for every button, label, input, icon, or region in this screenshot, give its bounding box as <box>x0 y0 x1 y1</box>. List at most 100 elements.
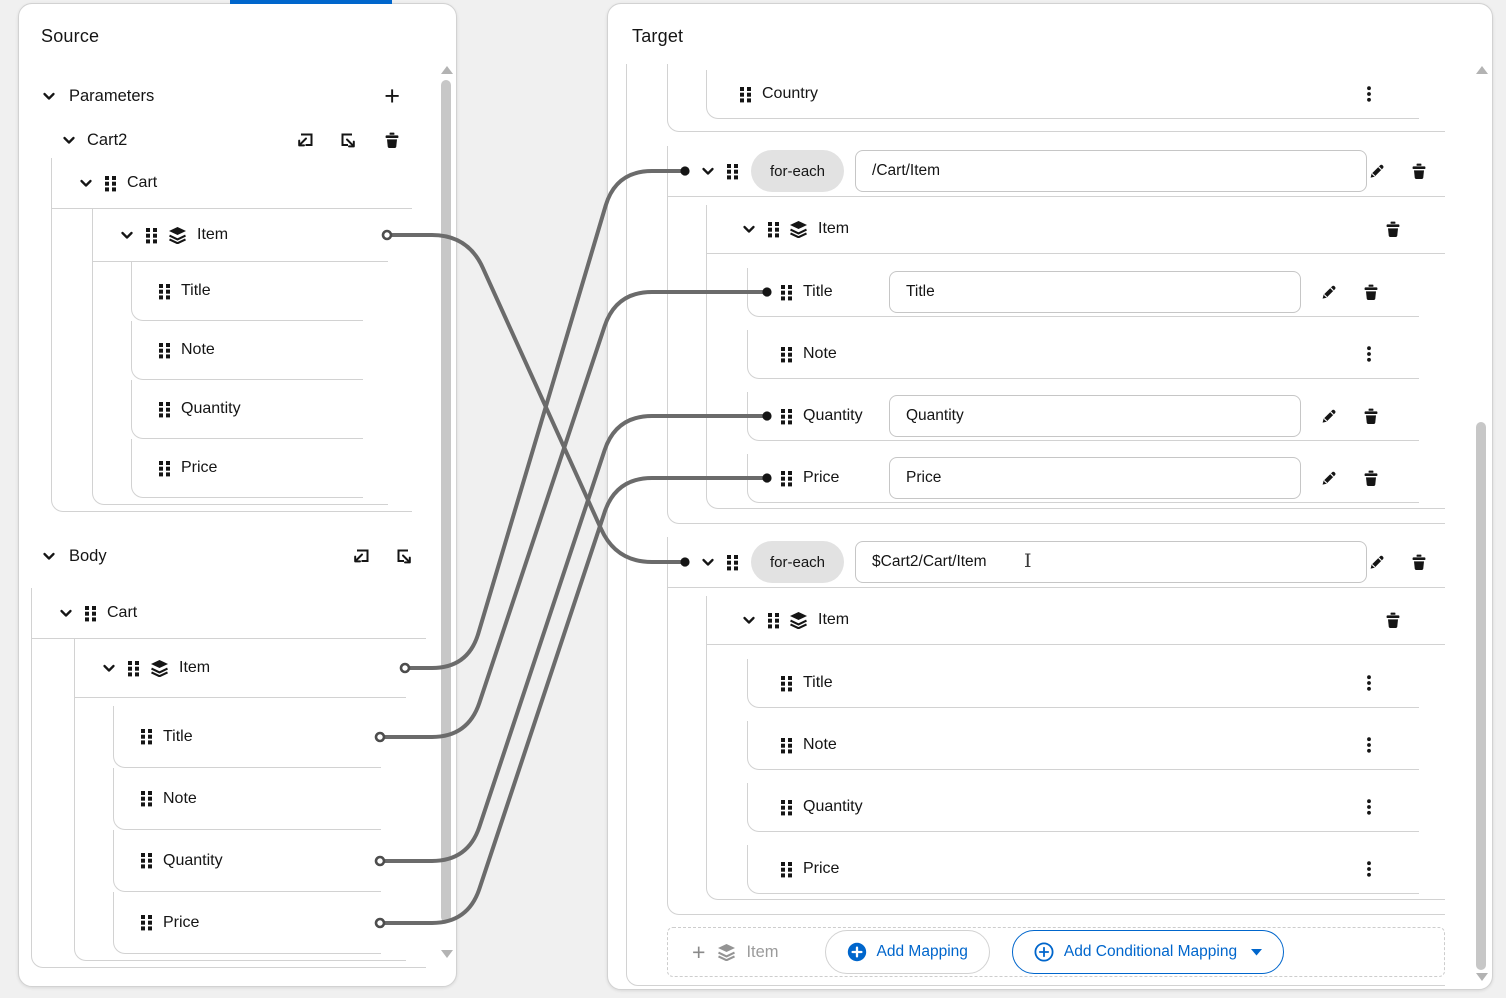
delete-trash-icon[interactable] <box>1363 284 1379 301</box>
title-value-input[interactable]: Title <box>889 271 1301 313</box>
drag-grip-icon[interactable] <box>780 799 793 816</box>
chevron-down-icon[interactable] <box>119 227 135 243</box>
drag-grip-icon[interactable] <box>140 728 153 745</box>
parameters-section-row[interactable]: Parameters + <box>41 78 426 114</box>
chevron-down-icon[interactable] <box>741 612 757 628</box>
delete-parameter-icon[interactable] <box>384 132 400 149</box>
drag-grip-icon[interactable] <box>739 86 752 103</box>
cart2-price-row[interactable]: Price <box>131 439 363 498</box>
kebab-menu-icon[interactable] <box>1367 86 1371 102</box>
drag-grip-icon[interactable] <box>158 342 171 359</box>
foreach1-title-row[interactable]: Title Title <box>747 268 1419 317</box>
body-price-row[interactable]: Price <box>113 892 381 954</box>
import-schema-icon[interactable] <box>296 132 314 149</box>
country-row[interactable]: Country <box>706 70 1419 119</box>
drag-grip-icon[interactable] <box>780 284 793 301</box>
chevron-down-icon[interactable] <box>58 605 74 621</box>
delete-trash-icon[interactable] <box>1363 408 1379 425</box>
drag-grip-icon[interactable] <box>726 163 739 180</box>
chevron-down-icon[interactable] <box>101 660 117 676</box>
body-quantity-row[interactable]: Quantity <box>113 830 381 892</box>
add-conditional-mapping-button[interactable]: Add Conditional Mapping <box>1011 930 1285 974</box>
scroll-down-arrow[interactable] <box>1476 973 1488 981</box>
chevron-down-icon[interactable] <box>741 221 757 237</box>
chevron-down-icon[interactable] <box>61 132 77 148</box>
drag-grip-icon[interactable] <box>104 175 117 192</box>
detach-schema-icon[interactable] <box>340 132 358 149</box>
body-item-row[interactable]: Item <box>75 639 406 697</box>
chevron-down-icon[interactable] <box>700 163 716 179</box>
foreach2-quantity-row[interactable]: Quantity <box>747 783 1419 832</box>
drag-grip-icon[interactable] <box>145 227 158 244</box>
kebab-menu-icon[interactable] <box>1367 346 1371 362</box>
drag-grip-icon[interactable] <box>158 401 171 418</box>
add-item-plus-icon[interactable]: + <box>692 938 706 965</box>
foreach1-note-row[interactable]: Note <box>747 330 1419 379</box>
foreach1-quantity-row[interactable]: Quantity Quantity <box>747 392 1419 441</box>
scrollbar-thumb[interactable] <box>441 80 451 922</box>
foreach2-note-row[interactable]: Note <box>747 721 1419 770</box>
kebab-menu-icon[interactable] <box>1367 737 1371 753</box>
scrollbar-thumb[interactable] <box>1476 422 1486 970</box>
drag-grip-icon[interactable] <box>767 612 780 629</box>
cart2-note-row[interactable]: Note <box>131 321 363 380</box>
body-section-row[interactable]: Body <box>41 538 426 574</box>
drag-grip-icon[interactable] <box>726 554 739 571</box>
chevron-down-icon[interactable] <box>41 548 57 564</box>
foreach2-title-row[interactable]: Title <box>747 659 1419 708</box>
delete-trash-icon[interactable] <box>1411 554 1427 571</box>
drag-grip-icon[interactable] <box>780 346 793 363</box>
kebab-menu-icon[interactable] <box>1367 799 1371 815</box>
cart2-document-row[interactable]: Cart2 <box>61 122 426 158</box>
cart2-item-row[interactable]: Item <box>93 209 388 261</box>
chevron-down-icon[interactable] <box>78 175 94 191</box>
source-scrollbar[interactable] <box>438 66 454 958</box>
cart2-quantity-row[interactable]: Quantity <box>131 380 363 439</box>
scroll-down-arrow[interactable] <box>441 950 453 958</box>
detach-schema-icon[interactable] <box>396 548 414 565</box>
kebab-menu-icon[interactable] <box>1367 861 1371 877</box>
foreach2-price-row[interactable]: Price <box>747 845 1419 894</box>
quantity-value-input[interactable]: Quantity <box>889 395 1301 437</box>
edit-pencil-icon[interactable] <box>1321 470 1337 486</box>
foreach2-row[interactable]: for-each $Cart2/Cart/Item I <box>668 537 1445 588</box>
edit-pencil-icon[interactable] <box>1369 163 1385 179</box>
delete-trash-icon[interactable] <box>1385 612 1401 629</box>
drag-grip-icon[interactable] <box>780 470 793 487</box>
delete-trash-icon[interactable] <box>1385 221 1401 238</box>
body-note-row[interactable]: Note <box>113 768 381 830</box>
drag-grip-icon[interactable] <box>158 283 171 300</box>
foreach1-expression-input[interactable]: /Cart/Item <box>855 150 1368 192</box>
body-title-row[interactable]: Title <box>113 706 381 768</box>
drag-grip-icon[interactable] <box>780 675 793 692</box>
drag-grip-icon[interactable] <box>140 852 153 869</box>
drag-grip-icon[interactable] <box>780 861 793 878</box>
kebab-menu-icon[interactable] <box>1367 675 1371 691</box>
foreach1-row[interactable]: for-each /Cart/Item <box>668 146 1445 197</box>
drag-grip-icon[interactable] <box>127 660 140 677</box>
drag-grip-icon[interactable] <box>140 914 153 931</box>
edit-pencil-icon[interactable] <box>1321 284 1337 300</box>
drag-grip-icon[interactable] <box>140 790 153 807</box>
drag-grip-icon[interactable] <box>158 460 171 477</box>
foreach2-item-row[interactable]: Item <box>707 596 1445 645</box>
drag-grip-icon[interactable] <box>84 605 97 622</box>
chevron-down-icon[interactable] <box>700 554 716 570</box>
add-parameter-button[interactable]: + <box>384 80 400 111</box>
delete-trash-icon[interactable] <box>1363 470 1379 487</box>
foreach1-item-row[interactable]: Item <box>707 205 1445 254</box>
price-value-input[interactable]: Price <box>889 457 1301 499</box>
cart2-cart-row[interactable]: Cart <box>52 158 412 208</box>
target-scrollbar[interactable] <box>1473 66 1489 981</box>
drag-grip-icon[interactable] <box>780 737 793 754</box>
chevron-down-icon[interactable] <box>41 88 57 104</box>
scroll-up-arrow[interactable] <box>441 66 453 74</box>
edit-pencil-icon[interactable] <box>1369 554 1385 570</box>
scroll-up-arrow[interactable] <box>1476 66 1488 74</box>
edit-pencil-icon[interactable] <box>1321 408 1337 424</box>
drag-grip-icon[interactable] <box>780 408 793 425</box>
delete-trash-icon[interactable] <box>1411 163 1427 180</box>
drag-grip-icon[interactable] <box>767 221 780 238</box>
import-schema-icon[interactable] <box>352 548 370 565</box>
add-mapping-button[interactable]: Add Mapping <box>824 930 990 974</box>
